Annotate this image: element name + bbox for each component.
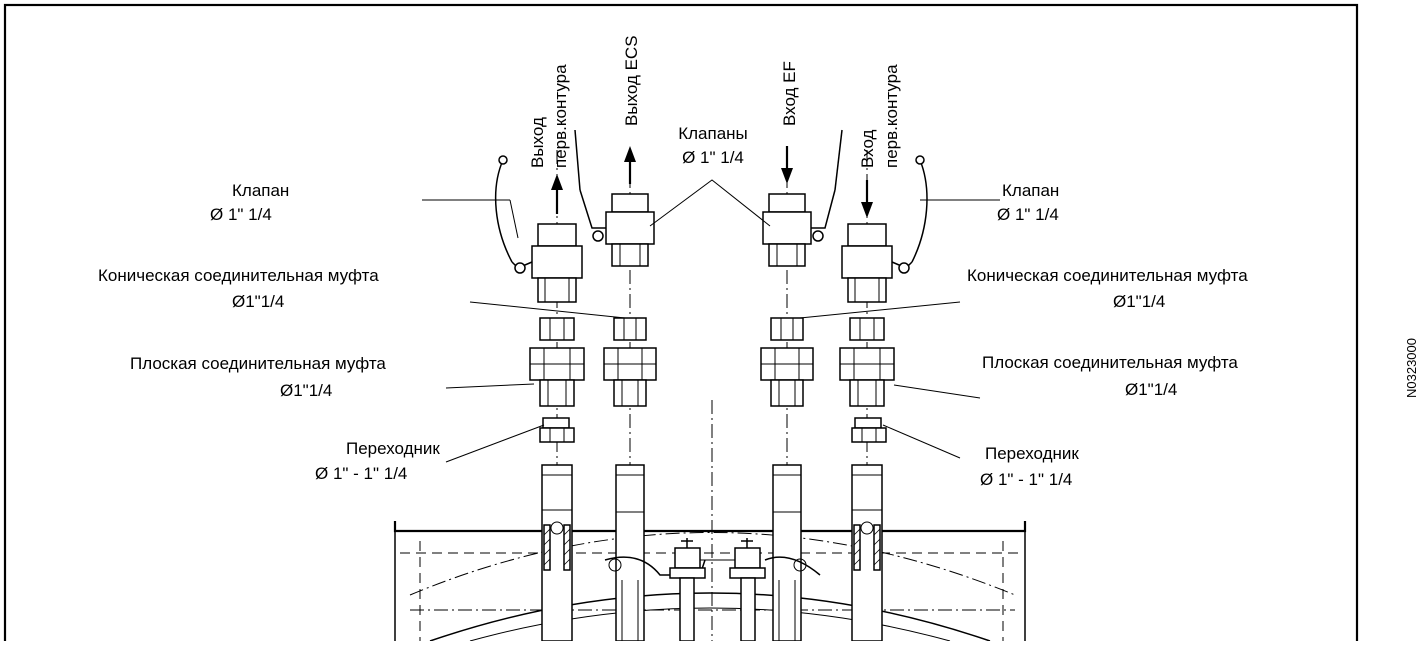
ball-valve-3 [762,129,843,267]
conic-right-line1: Коническая соединительная муфта [967,266,1248,285]
union-fitting-1 [529,317,585,407]
label-valve-left: Клапан Ø 1" 1/4 [210,181,289,224]
pipe-outlet-ecs [615,464,645,642]
adapter-left-line1: Переходник [346,439,440,458]
adapter-right [851,417,887,443]
ball-valve-1 [494,155,583,303]
union-fitting-2 [603,317,657,407]
label-adapter-right: Переходник Ø 1" - 1" 1/4 [980,444,1079,489]
flat-right-line1: Плоская соединительная муфта [982,353,1238,372]
label-inlet-primary-line2: перв.контура [882,64,901,168]
valves-label-line1: Клапаны [678,124,748,143]
pipe-inlet-ef [772,464,802,642]
arrow-up-icon [624,146,636,184]
label-adapter-left: Переходник Ø 1" - 1" 1/4 [315,439,440,483]
label-outlet-primary-line1: Выход [528,117,547,168]
label-valves: Клапаны Ø 1" 1/4 [678,124,748,167]
tank-body [393,400,1027,642]
valve-right-line1: Клапан [1002,181,1059,200]
drawing-code: N0323000 [1404,338,1419,398]
label-outlet-primary-line2: перв.контура [551,64,570,168]
conic-right-line2: Ø1"1/4 [1113,292,1165,311]
flat-right-line2: Ø1"1/4 [1125,380,1177,399]
arrow-down-icon [861,180,873,218]
label-valve-right: Клапан Ø 1" 1/4 [997,181,1059,224]
valve-left-line1: Клапан [232,181,289,200]
label-flat-left: Плоская соединительная муфта Ø1"1/4 [130,354,386,400]
conic-left-line1: Коническая соединительная муфта [98,266,379,285]
label-conic-right: Коническая соединительная муфта Ø1"1/4 [967,266,1248,311]
union-fitting-4 [839,317,895,407]
arrow-up-icon [551,174,563,214]
union-fitting-3 [760,317,814,407]
adapter-right-line1: Переходник [985,444,1079,463]
flat-left-line1: Плоская соединительная муфта [130,354,386,373]
label-conic-left: Коническая соединительная муфта Ø1"1/4 [98,266,379,311]
label-inlet-ef: Вход EF [780,61,799,126]
adapter-left [539,417,575,443]
valve-left-line2: Ø 1" 1/4 [210,205,272,224]
adapter-right-line2: Ø 1" - 1" 1/4 [980,470,1072,489]
valve-right-line2: Ø 1" 1/4 [997,205,1059,224]
leader-lines [422,179,1000,463]
arrow-down-icon [781,146,793,184]
label-inlet-primary-line1: Вход [858,129,877,168]
label-outlet-ecs: Выход ECS [622,35,641,126]
adapter-left-line2: Ø 1" - 1" 1/4 [315,464,407,483]
label-flat-right: Плоская соединительная муфта Ø1"1/4 [982,353,1238,399]
pipe-inlet-primary [851,464,883,642]
ball-valve-4 [841,155,928,303]
drawing-frame [3,3,1359,646]
pipe-outlet-primary [541,464,573,642]
conic-left-line2: Ø1"1/4 [232,292,284,311]
ball-valve-2 [574,129,655,267]
center-lines [556,150,868,641]
flat-left-line2: Ø1"1/4 [280,381,332,400]
valves-label-line2: Ø 1" 1/4 [682,148,744,167]
